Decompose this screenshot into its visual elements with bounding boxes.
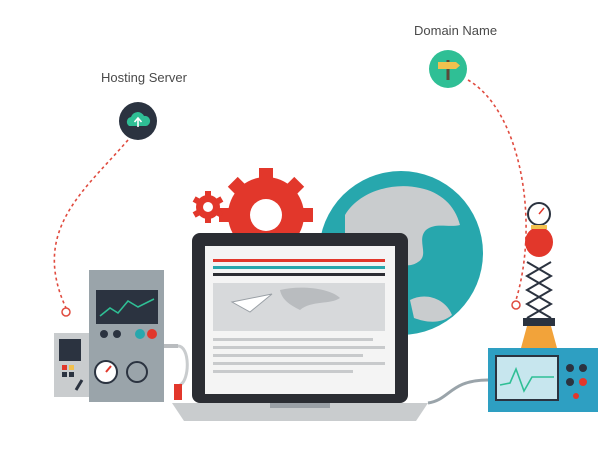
- hosting-connector-line: [53, 139, 129, 317]
- small-gear: [192, 191, 224, 223]
- cloud-upload-icon: [126, 112, 151, 127]
- domain-machine: [427, 202, 598, 412]
- signpost-icon: [438, 60, 460, 80]
- domain-name-label: Domain Name: [414, 23, 498, 38]
- domain-connector-line: [467, 79, 527, 310]
- laptop: [172, 233, 428, 421]
- domain-name-badge: [429, 50, 467, 88]
- hosting-server-label: Hosting Server: [101, 70, 187, 85]
- server-machine: [54, 270, 189, 402]
- hosting-server-badge: [119, 102, 157, 140]
